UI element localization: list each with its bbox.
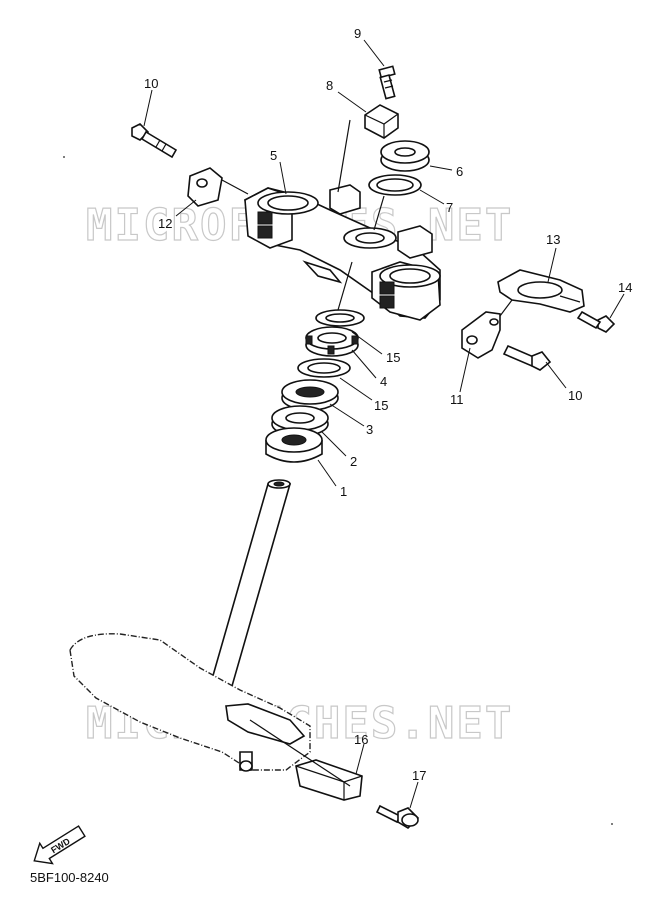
callout-15-lower: 15: [374, 398, 388, 413]
lower-bracket: [69, 633, 311, 772]
part-15-washer-lower: [297, 358, 351, 378]
part-9-bolt: [378, 65, 396, 100]
callout-10-left: 10: [144, 76, 158, 91]
part-14-bolt: [576, 310, 616, 333]
part-12-bracket: [187, 167, 249, 207]
steering-stem: [204, 479, 292, 701]
callout-5: 5: [270, 148, 277, 163]
fwd-arrow: FWD: [33, 825, 86, 865]
part-10-bolt-right: [502, 344, 552, 371]
callout-10-right: 10: [568, 388, 582, 403]
callout-9: 9: [354, 26, 361, 41]
callout-8: 8: [326, 78, 333, 93]
callout-13: 13: [546, 232, 560, 247]
leader-lines: [143, 39, 625, 809]
speck: [611, 823, 613, 825]
callout-2: 2: [350, 454, 357, 469]
part-3-cover: [281, 379, 339, 411]
part-15-washer-upper: [315, 309, 365, 327]
part-4-ring-nut: [305, 326, 359, 357]
callout-11: 11: [450, 392, 464, 407]
callout-1: 1: [340, 484, 347, 499]
part-7-washer: [368, 174, 422, 196]
part-10-bolt-left: [131, 123, 178, 159]
callout-14: 14: [618, 280, 632, 295]
speck: [63, 156, 65, 158]
callout-15-upper: 15: [386, 350, 400, 365]
part-17-bolt: [375, 804, 420, 830]
part-16-holder: [249, 719, 363, 801]
callout-3: 3: [366, 422, 373, 437]
part-2-bearing: [271, 405, 329, 437]
callout-17: 17: [412, 768, 426, 783]
part-6-bushing: [380, 140, 430, 172]
callout-6: 6: [456, 164, 463, 179]
part-13-holder: [497, 269, 585, 313]
callouts: 9 10 8 5 6 7 12 13 14 15 4 11 10 15 3 2 …: [144, 26, 632, 783]
diagram-code: 5BF100-8240: [30, 870, 109, 885]
callout-4: 4: [380, 374, 387, 389]
callout-16: 16: [354, 732, 368, 747]
part-1-bearing: [265, 427, 323, 463]
callout-7: 7: [446, 200, 453, 215]
upper-triple-clamp: [244, 184, 441, 321]
part-8-cap: [364, 104, 399, 139]
part-11-plate: [461, 299, 513, 359]
callout-12: 12: [158, 216, 172, 231]
